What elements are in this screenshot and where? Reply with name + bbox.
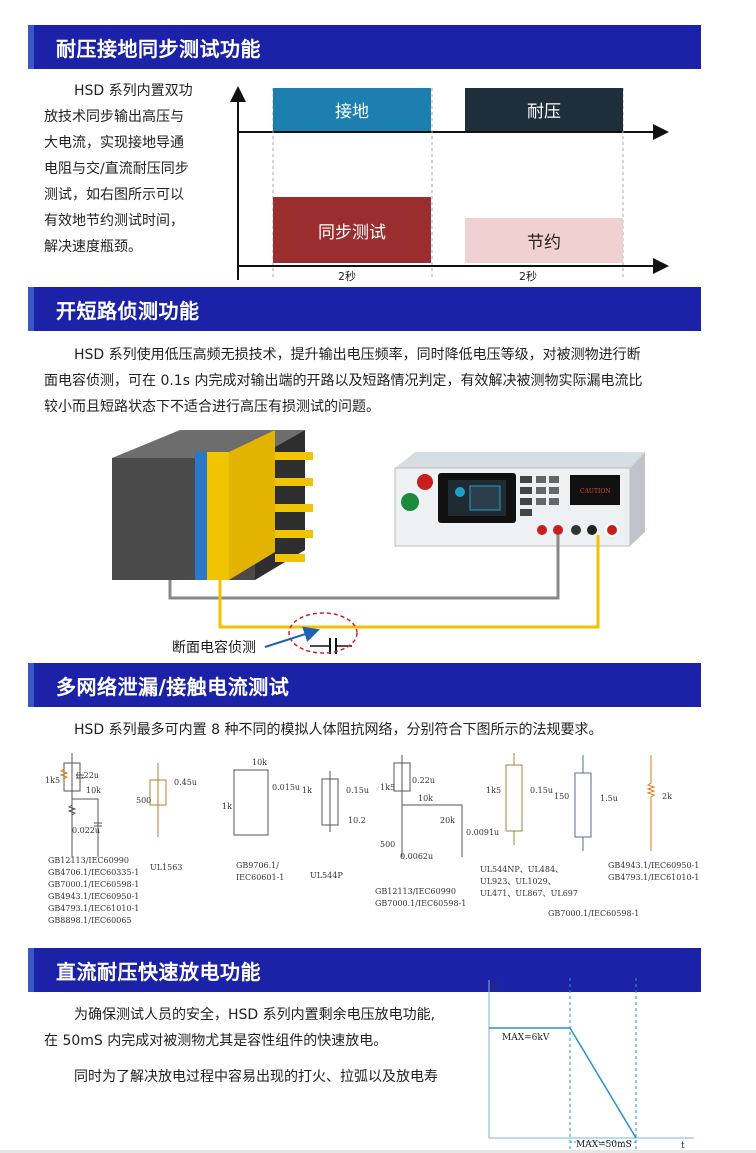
short-description: HSD 系列使用低压高频无损技术，提升输出电压频率，同时降低电压等级，对被测物进…: [44, 342, 704, 420]
network-3: 10k 1k 0.015u: [222, 758, 300, 836]
impedance-networks: 1k5 0.22u 10k 0.022u 500 0.45u 10k 1k 0.…: [45, 753, 672, 861]
component-label: 0.22u: [412, 776, 435, 785]
section-header-multi: 多网络泄漏/接触电流测试: [28, 663, 701, 707]
component-label: 20k: [440, 816, 455, 825]
short-detect-illustration: CAUTION: [112, 430, 645, 654]
network-caption: GB12113/IEC60990 GB7000.1/IEC60598-1: [375, 887, 467, 908]
component-label: 10k: [252, 758, 267, 767]
network-caption: UL544P: [310, 871, 343, 880]
panel-label: CAUTION: [580, 488, 611, 495]
block-save: 节约: [465, 218, 623, 263]
section-title: 多网络泄漏/接触电流测试: [56, 675, 290, 699]
axis-y-label: U: [490, 982, 498, 992]
section-header-discharge: 直流耐压快速放电功能: [28, 948, 701, 992]
component-label: 0.015u: [272, 783, 300, 792]
component-label: 1k5: [380, 783, 395, 792]
time-label: 2秒: [519, 270, 537, 283]
section-title: 直流耐压快速放电功能: [56, 960, 261, 984]
network-1: 1k5 0.22u 10k 0.022u: [45, 753, 102, 857]
block-ground: 接地: [273, 88, 431, 131]
component-label: 150: [554, 792, 569, 801]
block-sync-test: 同步测试: [273, 197, 431, 263]
component-label: 0.0062u: [400, 852, 433, 861]
component-label: 0.0091u: [466, 828, 499, 837]
text-line: 同时为了解决放电过程中容易出现的打火、拉弧以及放电寿: [74, 1069, 438, 1085]
component-label: 10.2: [348, 816, 366, 825]
component-label: 2k: [662, 792, 672, 801]
component-label: 10k: [86, 786, 101, 795]
network-caption: GB12113/IEC60990 GB4706.1/IEC60335-1 GB7…: [48, 856, 140, 925]
component-label: 1k: [302, 786, 312, 795]
detection-highlight: [288, 612, 358, 654]
axis-x-label: t: [681, 1141, 685, 1150]
network-caption: GB4943.1/IEC60950-1 GB4793.1/IEC61010-1: [608, 861, 700, 882]
text-line: 为确保测试人员的安全，HSD 系列内置剩余电压放电功能,: [74, 1007, 436, 1023]
discharge-curve: [569, 1027, 637, 1139]
text-line: 较小而且短路状态下不适合进行高压有损测试的问题。: [44, 399, 380, 415]
component-label: 0.022u: [72, 826, 100, 835]
network-2: 500 0.45u: [136, 763, 197, 837]
tester-instrument-image: CAUTION: [394, 452, 645, 547]
network-7: 150 1.5u: [554, 755, 618, 851]
component-label: 1.5u: [600, 794, 618, 803]
text-line: 放技术同步输出高压与: [44, 109, 184, 125]
time-label: 2秒: [338, 270, 356, 283]
component-label: 10k: [418, 794, 433, 803]
discharge-description: 为确保测试人员的安全，HSD 系列内置剩余电压放电功能, 在 50mS 内完成对…: [44, 1002, 484, 1090]
test-wire-yellow: [218, 535, 600, 629]
max-time-label: MAX=50mS: [576, 1140, 632, 1150]
text-line: HSD 系列内置双功: [74, 83, 193, 99]
network-caption: GB9706.1/ IEC60601-1: [236, 861, 285, 882]
component-label: 0.22u: [76, 771, 99, 780]
component-label: 1k5: [486, 786, 501, 795]
component-label: 1k: [222, 802, 232, 811]
network-caption: GB7000.1/IEC60598-1: [548, 909, 640, 918]
section-title: 耐压接地同步测试功能: [56, 37, 261, 61]
text-line: 测试，如右图所示可以: [44, 187, 184, 203]
callout-label: 断面电容侦测: [172, 640, 256, 656]
discharge-curve-chart: U t MAX=6kV MAX=50mS: [488, 978, 694, 1150]
multi-description: HSD 系列最多可内置 8 种不同的模拟人体阻抗网络，分别符合下图所示的法规要求…: [74, 722, 603, 738]
network-4: 1k 0.15u 10.2: [302, 771, 369, 832]
component-label: 0.15u: [530, 786, 553, 795]
transformer-image: [112, 430, 313, 580]
network-8: 2k: [646, 755, 672, 851]
text-line: 在 50mS 内完成对被测物尤其是容性组件的快速放电。: [44, 1033, 388, 1049]
max-voltage-label: MAX=6kV: [502, 1033, 550, 1043]
section-header-short: 开短路侦测功能: [28, 287, 701, 331]
network-caption: UL1563: [150, 863, 183, 872]
test-wire-gray: [168, 535, 560, 600]
component-label: 500: [380, 840, 395, 849]
section-title: 开短路侦测功能: [56, 299, 200, 323]
network-caption: UL544NP、UL484、 UL923、UL1029、 UL471、UL867…: [480, 865, 578, 898]
text-line: 有效地节约测试时间，: [44, 213, 184, 229]
page-bottom-rule: [0, 1150, 756, 1153]
text-line: HSD 系列使用低压高频无损技术，提升输出电压频率，同时降低电压等级，对被测物进…: [74, 347, 641, 363]
network-6: 1k5 0.15u: [486, 753, 553, 845]
network-5: 1k5 0.22u 10k 20k 0.0091u 500 0.0062u: [380, 755, 499, 861]
text-line: 大电流，实现接地导通: [44, 135, 184, 151]
component-label: 0.15u: [346, 786, 369, 795]
component-label: 0.45u: [174, 778, 197, 787]
text-line: 解决速度瓶颈。: [44, 239, 142, 255]
component-label: 1k5: [45, 776, 60, 785]
text-line: 电阻与交/直流耐压同步: [44, 161, 189, 177]
section-header-sync: 耐压接地同步测试功能: [28, 25, 701, 69]
text-line: 面电容侦测，可在 0.1s 内完成对输出端的开路以及短路情况判定，有效解决被测物…: [44, 373, 643, 389]
sync-description: HSD 系列内置双功 放技术同步输出高压与 大电流，实现接地导通 电阻与交/直流…: [44, 78, 219, 260]
block-withstand: 耐压: [465, 88, 623, 131]
component-label: 500: [136, 796, 151, 805]
